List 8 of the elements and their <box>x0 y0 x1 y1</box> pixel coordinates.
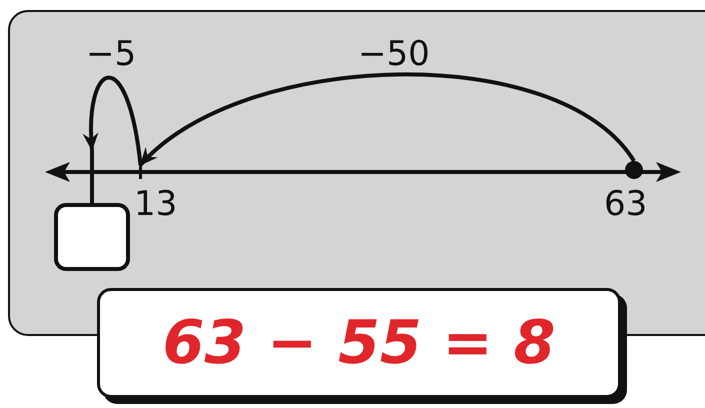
jump-arrow <box>83 76 142 166</box>
jump-arrow <box>139 72 636 166</box>
tick-mark <box>139 165 142 179</box>
connector-line <box>90 172 94 203</box>
number-label: 13 <box>134 186 178 222</box>
number-label: 63 <box>604 186 648 222</box>
answer-box <box>54 203 130 271</box>
tick-mark <box>90 150 94 172</box>
